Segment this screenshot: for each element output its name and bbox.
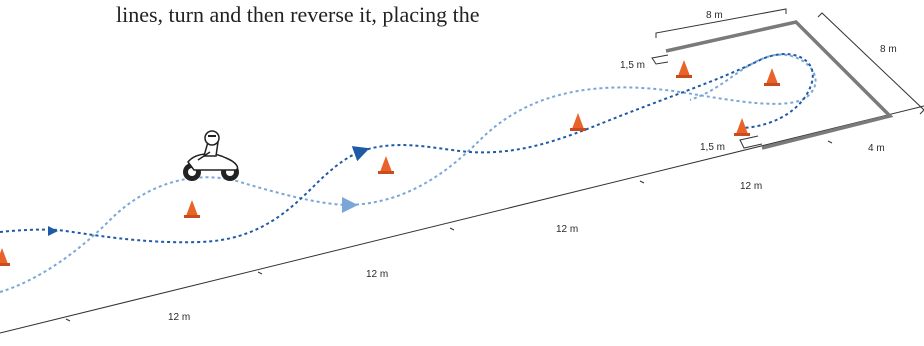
return-path — [0, 176, 358, 293]
cone-2 — [184, 200, 200, 218]
gap-bottom-label: 1,5 m — [700, 142, 725, 153]
tick-5 — [827, 140, 833, 144]
gap-bottom-bracket — [739, 135, 763, 149]
tick-1 — [65, 318, 71, 322]
tick-4 — [639, 180, 645, 184]
top-width-dimension — [655, 8, 787, 38]
header-text: lines, turn and then reverse it, placing… — [116, 2, 480, 27]
cone-4 — [570, 113, 586, 131]
gap-top-label: 1,5 m — [620, 60, 645, 71]
segment-label-1: 12 m — [168, 312, 190, 323]
gap-top-bracket — [651, 54, 669, 65]
forward-path — [0, 146, 370, 244]
segment-label-4: 12 m — [740, 181, 762, 192]
main-dimension-line — [0, 105, 924, 334]
tick-3 — [449, 227, 455, 231]
return-path-2 — [349, 53, 817, 206]
right-length-label: 8 m — [880, 44, 897, 55]
bottom-width-label: 4 m — [868, 143, 885, 154]
segment-label-2: 12 m — [366, 269, 388, 280]
forward-path-2 — [361, 53, 814, 154]
motorcycle-icon — [183, 130, 239, 181]
cone-6 — [764, 68, 780, 86]
right-length-dimension — [817, 12, 924, 115]
forward-arrowhead-start — [48, 226, 58, 236]
cone-1 — [0, 248, 10, 266]
cone-7 — [734, 118, 750, 136]
cone-5 — [676, 60, 692, 78]
top-width-label: 8 m — [706, 10, 723, 21]
segment-label-3: 12 m — [556, 224, 578, 235]
end-boundary — [665, 20, 894, 150]
tick-2 — [257, 271, 263, 275]
cone-3 — [378, 156, 394, 174]
